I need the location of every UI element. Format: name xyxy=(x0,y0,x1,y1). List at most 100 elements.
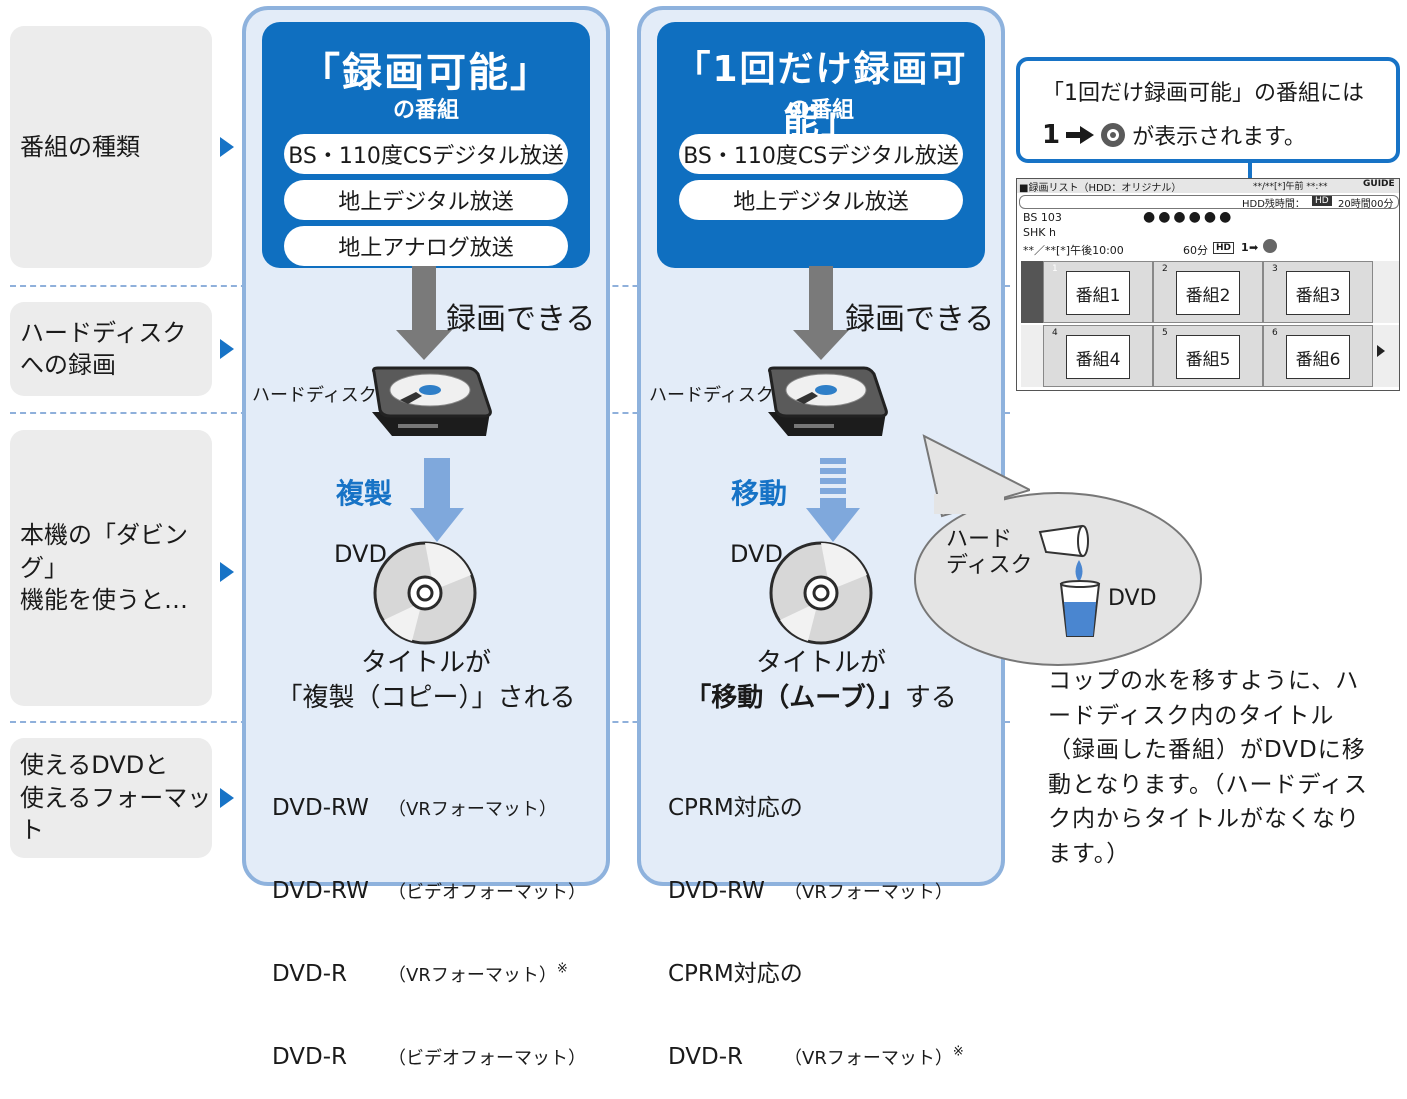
broadcast-pill: 地上アナログ放送 xyxy=(284,226,568,266)
remaining-label: HDD残時間： xyxy=(1242,199,1305,210)
station: SHK h xyxy=(1023,226,1056,239)
next-page-icon[interactable] xyxy=(1377,345,1385,357)
operation-label: 移動 xyxy=(731,477,788,510)
bubble-hdd-line2: ディスク xyxy=(946,553,1033,579)
format-type: （VRフォーマット） xyxy=(388,964,557,986)
arrow-right-icon xyxy=(1066,126,1095,144)
dvd-label: DVD xyxy=(334,540,387,568)
thumbnail-cell[interactable]: 3 番組3 xyxy=(1263,261,1373,323)
format-name: DVD-R xyxy=(272,1043,348,1070)
side-note: コップの水を移すように、ハードディスク内のタイトル（録画した番組）がDVDに移動… xyxy=(1048,668,1368,867)
format-list: CPRM対応の DVD-RW（VRフォーマット） CPRM対応の DVD-R（V… xyxy=(668,740,964,1099)
row-label-text: ハードディスク への録画 xyxy=(20,318,187,379)
row-label-dvd-formats: 使えるDVDと 使えるフォーマット xyxy=(10,738,212,858)
hdd-label: ハードディスク xyxy=(649,385,774,406)
format-name: DVD-RW xyxy=(272,795,369,822)
format-type: （ビデオフォーマット） xyxy=(388,881,586,903)
result-text: タイトルが 「移動（ムーブ）」する xyxy=(645,646,997,716)
column-subtitle: の番組 xyxy=(392,98,459,123)
down-arrow-icon xyxy=(809,266,833,332)
row-label-text: 番組の種類 xyxy=(20,132,140,161)
bubble-hdd-text: ハード ディスク xyxy=(946,527,1032,580)
format-type: （VRフォーマット） xyxy=(784,881,953,903)
down-arrow-head-icon xyxy=(793,330,849,360)
callout-text: が表示されます。 xyxy=(1132,125,1306,150)
dvd-disc-icon xyxy=(769,541,873,645)
thumbnail-cell[interactable]: 5 番組5 xyxy=(1153,325,1263,387)
thumbnail: 番組1 xyxy=(1066,271,1130,315)
water-drop-icon xyxy=(1075,560,1083,582)
result-line2: 「複製（コピー）」される xyxy=(276,683,576,714)
copy-arrow-icon xyxy=(410,458,464,542)
thumbnail-cell[interactable]: 6 番組6 xyxy=(1263,325,1373,387)
format-list: DVD-RW （VRフォーマット） DVD-RW （ビデオフォーマット） DVD-R… xyxy=(272,740,586,1099)
thumbnail-number: 5 xyxy=(1162,328,1168,338)
thumbnail-number: 2 xyxy=(1162,264,1168,274)
thumbnail: 番組6 xyxy=(1286,335,1350,379)
record-once-mark: 1 xyxy=(1042,120,1061,150)
disc-mark-icon xyxy=(1263,239,1277,253)
record-once-mark: 1 xyxy=(1241,241,1249,254)
format-note: ※ xyxy=(556,961,568,977)
row-label-hdd-recording: ハードディスク への録画 xyxy=(10,302,212,396)
hd-badge: HD xyxy=(1312,196,1332,206)
mark-arrow-icon: ➡ xyxy=(1249,241,1259,254)
down-arrow-head-icon xyxy=(396,330,452,360)
thumbnail: 番組3 xyxy=(1286,271,1350,315)
format-type: （VRフォーマット） xyxy=(784,1047,953,1069)
callout-box: 「1回だけ録画可能」の番組には 1 が表示されます。 xyxy=(1016,57,1400,163)
record-label: 録画できる xyxy=(446,302,596,337)
format-name: DVD-R xyxy=(272,960,348,987)
format-item: DVD-R （VRフォーマット）※ xyxy=(272,961,586,989)
channel: BS 103 xyxy=(1023,211,1062,224)
thumbnail-cell[interactable]: 2 番組2 xyxy=(1153,261,1263,323)
thumbnail-number: 3 xyxy=(1272,264,1278,274)
progress-dots: ●●●●●● xyxy=(1143,209,1235,225)
result-line1: タイトルが xyxy=(755,648,886,678)
broadcast-pill: 地上デジタル放送 xyxy=(284,180,568,220)
format-item: DVD-RW （VRフォーマット） xyxy=(272,795,586,823)
down-arrow-icon xyxy=(412,266,436,332)
disc-mark-icon xyxy=(1101,123,1126,147)
format-item: DVD-RW （VRフォーマット） xyxy=(668,878,964,906)
format-prefix: CPRM対応の xyxy=(668,795,803,822)
row-label-dubbing: 本機の「ダビング」 機能を使うと… xyxy=(10,430,212,706)
broadcast-pill: BS・110度CSデジタル放送 xyxy=(284,134,568,174)
row-label-text: 本機の「ダビング」 機能を使うと… xyxy=(20,521,188,615)
result-line2-rest: する xyxy=(904,683,957,714)
thumbnail: 番組5 xyxy=(1176,335,1240,379)
recording-list-screen: ■録画リスト（HDD：オリジナル） **/**[*]午前 **:** GUIDE… xyxy=(1016,178,1400,391)
remaining-bar: HDD残時間： HD 20時間00分 xyxy=(1019,195,1399,210)
thumbnail-number: 4 xyxy=(1052,328,1058,338)
speech-bubble-tail-cover xyxy=(934,494,1004,514)
format-item: DVD-R（VRフォーマット）※ xyxy=(668,1044,964,1072)
thumbnail: 番組2 xyxy=(1176,271,1240,315)
column-recordable: 「録画可能」 の番組 BS・110度CSデジタル放送 地上デジタル放送 地上アナ… xyxy=(242,6,610,886)
bubble-hdd-line1: ハード xyxy=(946,527,1013,552)
row-label-text: 使えるDVDと 使えるフォーマット xyxy=(20,751,212,845)
broadcast-pill: BS・110度CSデジタル放送 xyxy=(679,134,963,174)
screen-title: ■録画リスト（HDD：オリジナル） xyxy=(1019,183,1182,194)
hard-disk-icon xyxy=(372,366,492,436)
row-arrow-icon xyxy=(220,562,234,582)
thumbnail-number: 6 xyxy=(1272,328,1278,338)
operation-label: 複製 xyxy=(336,477,393,510)
row-arrow-icon xyxy=(220,339,234,359)
row-arrow-icon xyxy=(220,137,234,157)
hd-badge: HD xyxy=(1213,242,1235,254)
water-cup-icon xyxy=(1059,580,1101,637)
broadcast-pill: 地上デジタル放送 xyxy=(679,180,963,220)
format-type: （VRフォーマット） xyxy=(388,799,557,821)
format-name: DVD-R xyxy=(668,1043,744,1070)
result-line2: 「移動（ムーブ）」する xyxy=(645,681,997,716)
record-label: 録画できる xyxy=(845,302,995,337)
format-name: DVD-RW xyxy=(668,877,765,904)
result-text: タイトルが 「複製（コピー）」される xyxy=(250,646,602,716)
bubble-dvd-label: DVD xyxy=(1108,586,1157,611)
column-subtitle: の番組 xyxy=(787,98,854,123)
record-datetime: **／**[*]午後10:00 xyxy=(1023,244,1124,257)
